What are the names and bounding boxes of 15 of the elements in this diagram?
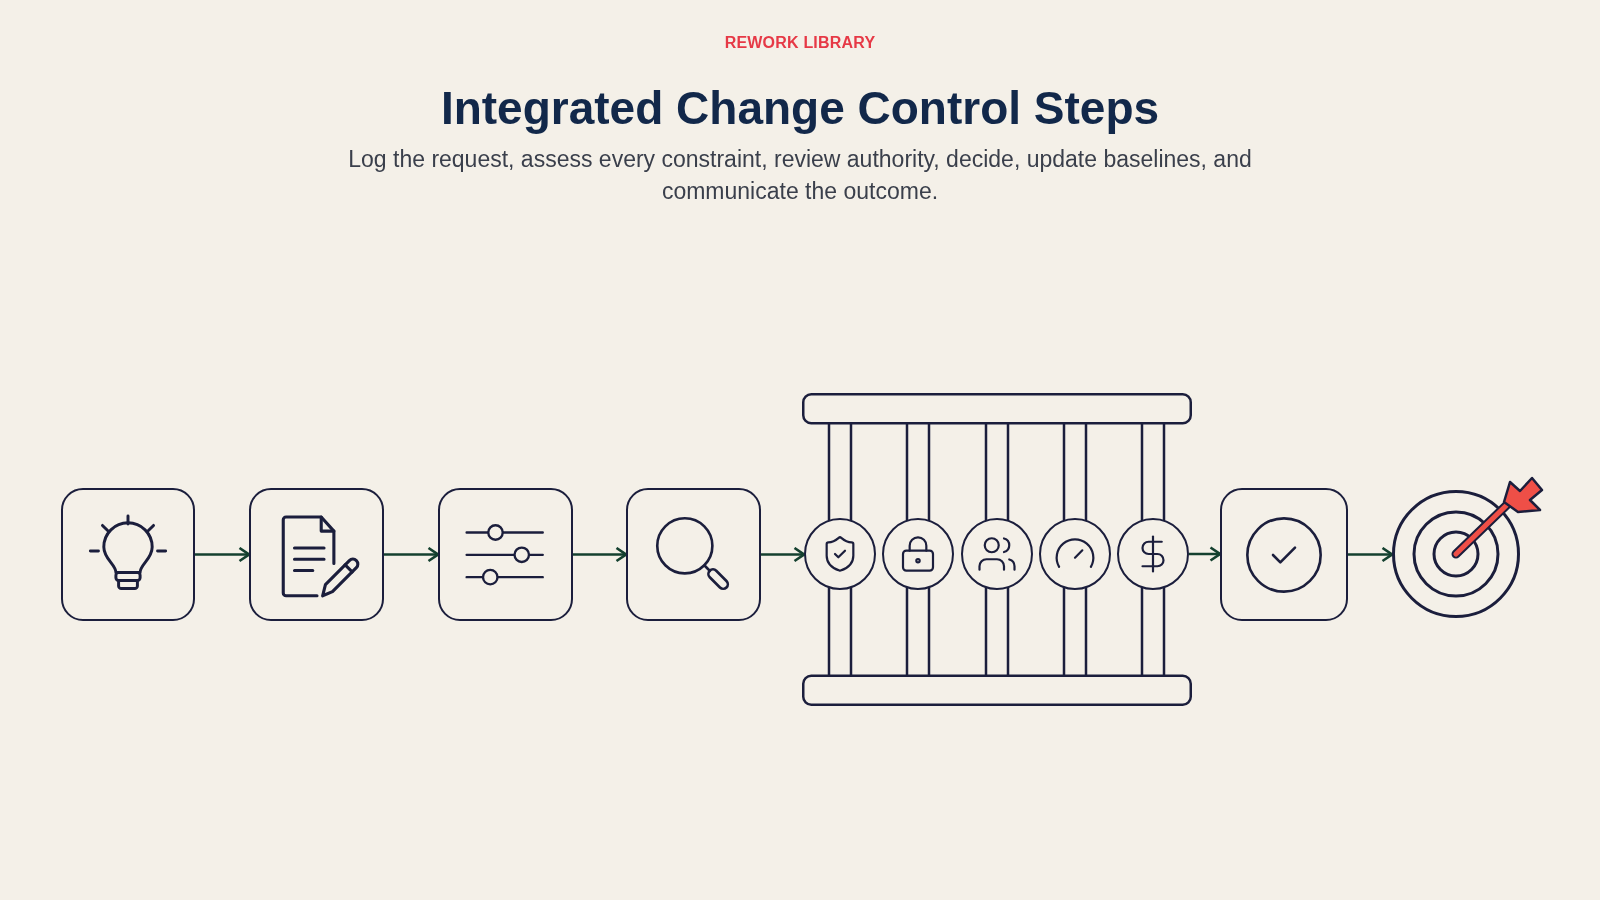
step-box — [438, 488, 573, 621]
eyebrow-text: REWORK LIBRARY — [724, 34, 876, 52]
arrow — [384, 546, 440, 563]
step-box — [249, 488, 384, 621]
arrow — [573, 546, 628, 563]
title: Integrated Change Control Steps — [440, 82, 1160, 134]
arrow — [761, 546, 806, 563]
subtitle: Log the request, assess every constraint, review authority, decide, update baselines, and communicate the outcome. — [347, 145, 1253, 206]
arrow — [1348, 546, 1394, 563]
target-icon — [1392, 474, 1544, 620]
step-box — [61, 488, 195, 621]
arrow — [1189, 546, 1222, 562]
step-box — [1220, 488, 1348, 621]
step-box — [626, 488, 761, 621]
arrow — [195, 546, 251, 563]
